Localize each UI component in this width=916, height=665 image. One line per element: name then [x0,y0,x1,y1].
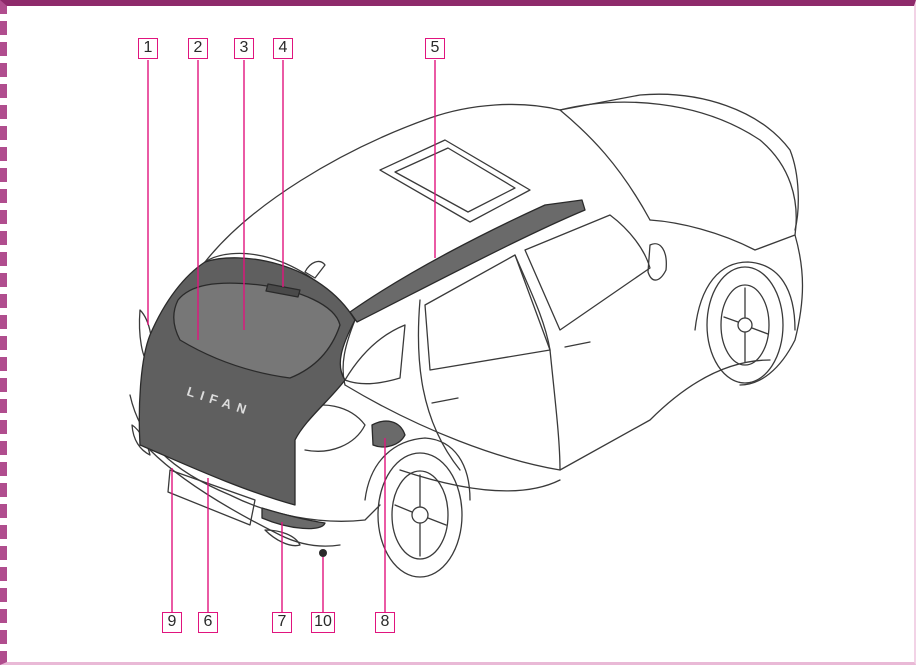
rear-wheel-arch [364,437,471,501]
callout-9: 9 [162,612,182,633]
callout-7: 7 [272,612,292,633]
callout-4: 4 [273,38,293,59]
license-plate-recess [167,469,256,526]
rear-window-highlight [173,282,341,379]
rear-door-handle [431,397,459,404]
roof-outline [204,93,799,263]
rear-side-window [344,324,406,385]
front-fender [739,234,804,386]
exhaust [264,529,301,547]
high-mount-lamp [265,283,301,298]
front-wheel [706,266,784,384]
side-mirror [647,243,667,281]
front-wheel-arch [694,261,796,331]
callout-10: 10 [311,612,335,633]
rear-door [417,299,461,471]
sunroof-inner [394,147,516,213]
front-door-window [524,214,651,331]
callout-1: 1 [138,38,158,59]
windshield-line [559,109,651,221]
b-pillar [514,254,551,351]
side-lower-line [344,359,771,471]
rear-wheel [377,452,463,578]
roof-rail-highlight [349,199,586,323]
reflector-highlight [261,507,326,530]
rear-wheel-rim [391,470,449,560]
sunroof-outer [379,139,531,223]
front-door-handle [564,341,591,348]
front-wheel-rim [720,284,770,366]
callout-6: 6 [198,612,218,633]
fuel-door-highlight [371,420,406,448]
side-sill [399,469,561,492]
hood-outline [559,101,797,251]
callout-8: 8 [375,612,395,633]
rear-sensor [319,549,327,557]
callout-3: 3 [234,38,254,59]
roof-antenna [304,260,326,279]
callout-2: 2 [188,38,208,59]
callout-5: 5 [425,38,445,59]
front-door [549,349,561,471]
